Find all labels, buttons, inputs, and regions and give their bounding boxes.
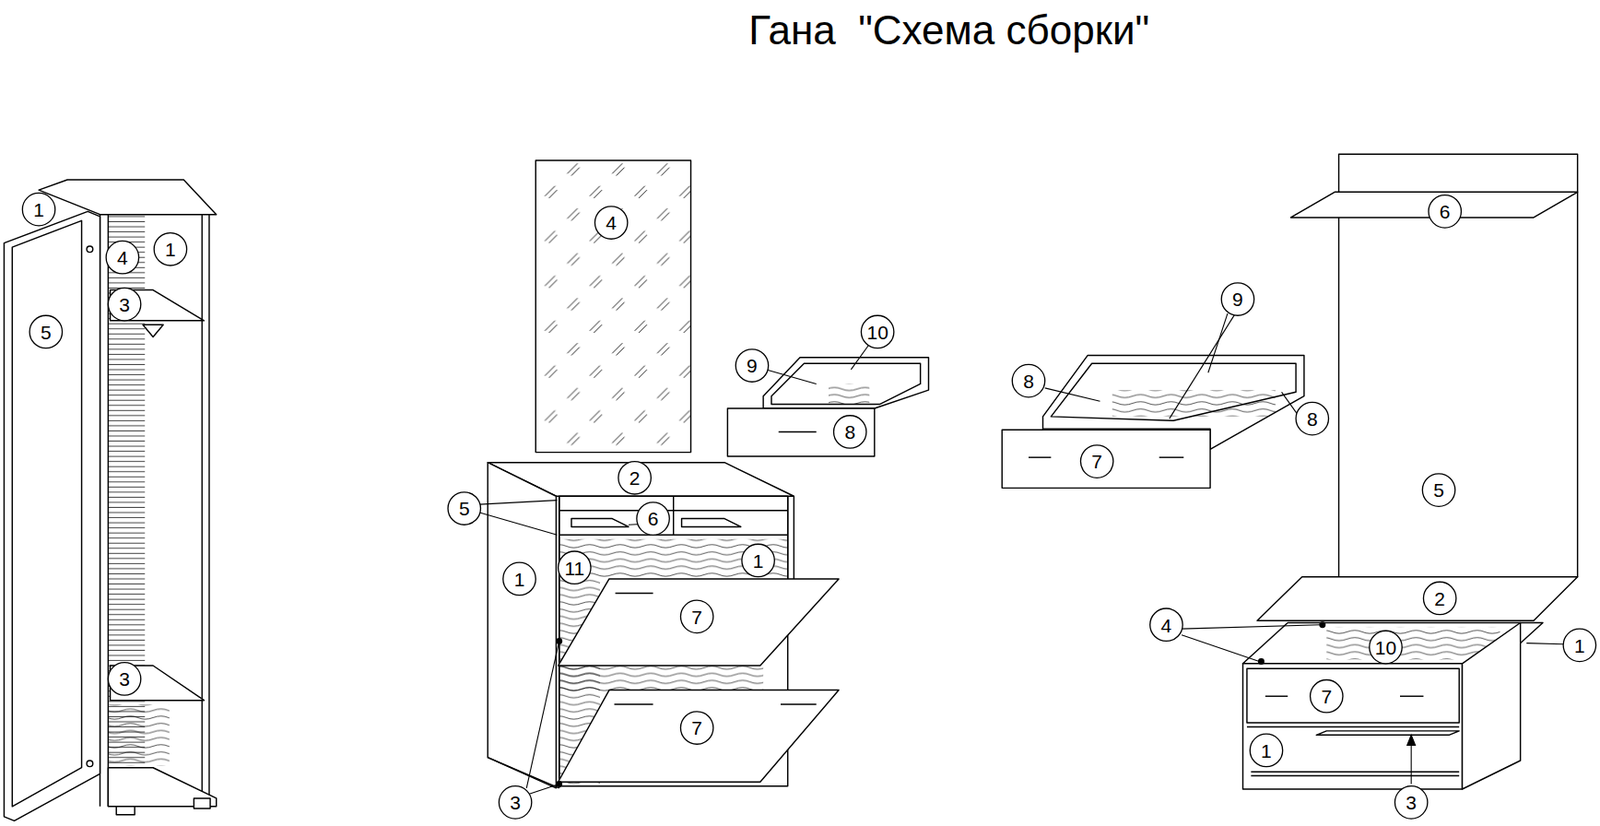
callout-number: 1	[1260, 740, 1272, 760]
callout-circle	[1310, 680, 1343, 713]
callout-circle	[834, 415, 867, 448]
callout-number: 8	[1023, 370, 1035, 390]
callout-circle	[107, 662, 141, 695]
callout-number: 5	[458, 498, 471, 518]
callout-number: 2	[1434, 588, 1446, 608]
callout-number: 1	[33, 199, 45, 219]
callout-circle	[735, 349, 768, 382]
callout-number: 5	[1433, 480, 1445, 500]
callout-number: 2	[629, 468, 641, 488]
callout-circle	[860, 315, 894, 348]
callout-number: 9	[1232, 289, 1244, 309]
callout-circle	[1080, 445, 1113, 478]
callout-number: 1	[752, 550, 765, 570]
callout-number: 3	[509, 792, 521, 812]
callout-circle	[22, 192, 55, 225]
diagram-title: Гана "Схема сборки"	[748, 10, 1150, 51]
callout-circle	[503, 562, 536, 595]
callout-number: 4	[117, 247, 129, 268]
callout-circle	[107, 287, 141, 320]
callout-circle	[1011, 364, 1045, 397]
callout-circle	[1423, 581, 1456, 614]
callout-number: 3	[1405, 792, 1417, 812]
callout-number: 7	[691, 606, 703, 626]
callout-circle	[1394, 786, 1427, 819]
callout-number: 8	[844, 422, 856, 442]
callout-circle	[1249, 733, 1283, 766]
callout-number: 3	[118, 669, 130, 689]
callout-number: 7	[1091, 451, 1103, 471]
callout-circle	[1369, 630, 1402, 663]
callout-circle	[636, 502, 670, 535]
callout-circle	[594, 206, 627, 239]
callout-circle	[105, 240, 139, 273]
callout-number: 1	[1574, 635, 1586, 655]
callout-number: 9	[746, 355, 758, 376]
callout-circle	[1150, 608, 1183, 641]
callout-number: 7	[1320, 686, 1332, 706]
callout-circle	[680, 711, 713, 744]
callout-circle	[498, 786, 531, 819]
callout-circle	[1221, 282, 1254, 316]
callout-number: 4	[1161, 614, 1173, 635]
callout-circle	[618, 461, 651, 495]
callout-number: 3	[118, 294, 130, 314]
callout-number: 7	[691, 717, 703, 738]
callout-number: 10	[1375, 636, 1397, 657]
callout-circle	[153, 233, 187, 266]
callout-number: 6	[647, 508, 659, 529]
callout-number: 6	[1439, 201, 1451, 222]
callout-number: 4	[605, 212, 617, 233]
callout-circle	[1422, 473, 1455, 506]
callout-circle	[741, 543, 775, 577]
callout-number: 8	[1306, 408, 1318, 428]
callout-number: 11	[564, 557, 585, 577]
callout-number: 1	[514, 568, 526, 589]
callout-number: 5	[40, 321, 52, 342]
callout-circle	[29, 315, 62, 348]
callout-number: 1	[164, 239, 177, 259]
callout-circle	[558, 551, 591, 584]
callout-circle	[1563, 628, 1596, 661]
callout-number: 10	[866, 321, 888, 342]
callout-circle	[1295, 401, 1329, 435]
callout-circle	[447, 492, 481, 525]
callout-circle	[680, 600, 713, 633]
callout-circle	[1428, 195, 1461, 228]
